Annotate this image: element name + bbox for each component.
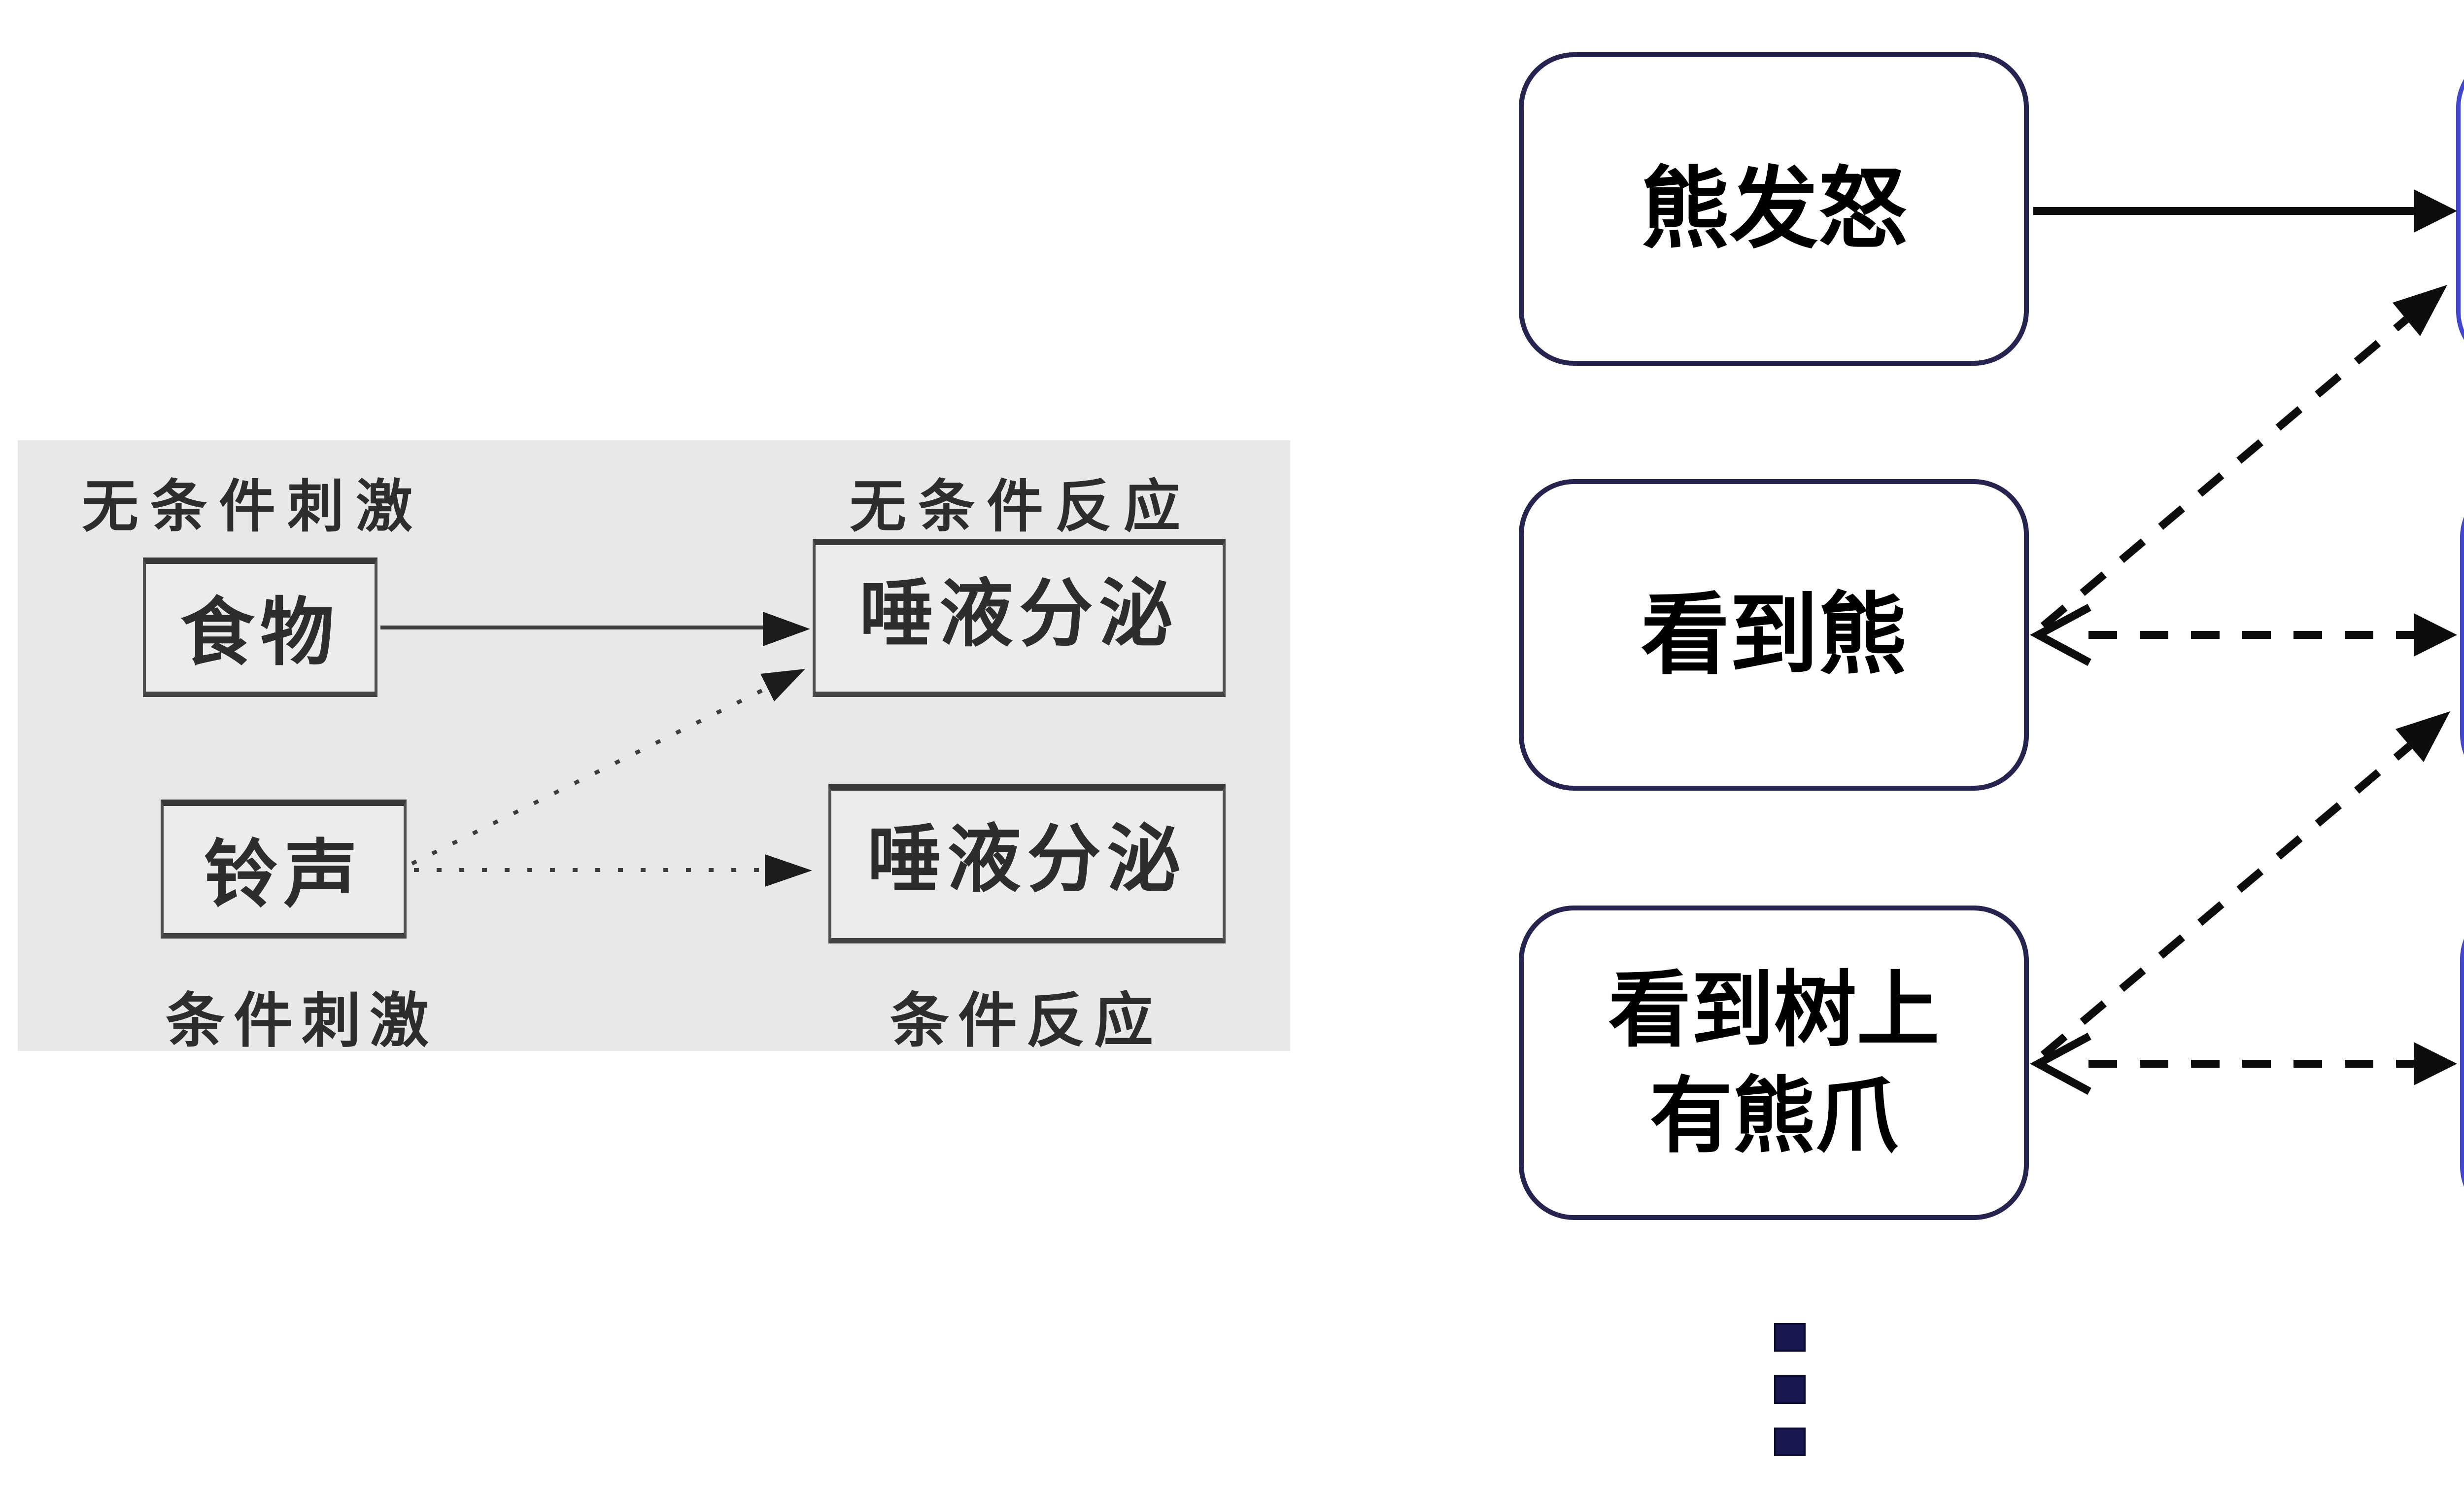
arrowhead-icon — [763, 612, 810, 646]
conditioned-response-label: 条件反应 — [890, 988, 1162, 1054]
salivation-top-label: 唾液分泌 — [859, 572, 1179, 655]
arrowhead-icon — [2414, 1042, 2457, 1085]
arrowhead-icon — [2396, 711, 2450, 762]
arrowhead-icon — [2414, 613, 2457, 657]
bear-angry-node: 熊发怒 — [1519, 52, 2029, 366]
see-bear-to-reward-dashed-arrow — [2040, 285, 2447, 629]
bell-box-label: 铃声 — [204, 833, 364, 916]
see-claw-label-line2: 有熊爪 — [1649, 1067, 1898, 1164]
salivation-box-bottom: 唾液分泌 — [828, 784, 1226, 943]
bell-box: 铃声 — [161, 800, 407, 939]
unconditioned-stimulus-label: 无条件刺激 — [82, 475, 425, 538]
arrowhead-icon — [760, 669, 805, 701]
ellipsis-dot — [1774, 1323, 1806, 1352]
salivation-box-top: 唾液分泌 — [813, 539, 1226, 697]
bell-to-salivation-top-dotted-arrow — [411, 669, 805, 866]
ellipsis-dot — [1774, 1428, 1806, 1456]
arrowhead-icon — [2414, 189, 2457, 233]
pavlov-conditioning-panel: 无条件刺激 无条件反应 食物 唾液分泌 铃声 唾液分泌 条件刺激 条件反应 — [18, 440, 1290, 1054]
see-claw-node: 看到树上 有熊爪 — [1519, 906, 2029, 1220]
arrowhead-icon — [765, 854, 812, 887]
ellipsis-dot — [1774, 1375, 1806, 1404]
food-box: 食物 — [143, 558, 377, 697]
salivation-bottom-label: 唾液分泌 — [867, 818, 1187, 901]
bear-to-reward-arrow — [2033, 189, 2457, 233]
see-bear-label: 看到熊 — [1641, 582, 1907, 687]
bear-angry-label: 熊发怒 — [1641, 156, 1907, 261]
see-claw-value-dashed-double-arrow — [2030, 1032, 2457, 1095]
arrowhead-icon — [2393, 285, 2447, 336]
open-arrowhead-icon — [2030, 603, 2091, 666]
unconditioned-response-label: 无条件反应 — [850, 475, 1193, 538]
see-claw-to-value-next-dashed-arrow — [2040, 711, 2450, 1058]
bell-to-salivation-bottom-dotted-arrow — [414, 854, 812, 887]
conditioned-stimulus-label: 条件刺激 — [166, 988, 438, 1054]
food-to-salivation-arrow — [380, 612, 810, 646]
see-bear-node: 看到熊 — [1519, 479, 2029, 791]
see-bear-value-dashed-double-arrow — [2030, 603, 2457, 666]
see-claw-label-line1: 看到树上 — [1608, 960, 1940, 1058]
food-box-label: 食物 — [180, 591, 340, 674]
open-arrowhead-icon — [2030, 1032, 2091, 1095]
